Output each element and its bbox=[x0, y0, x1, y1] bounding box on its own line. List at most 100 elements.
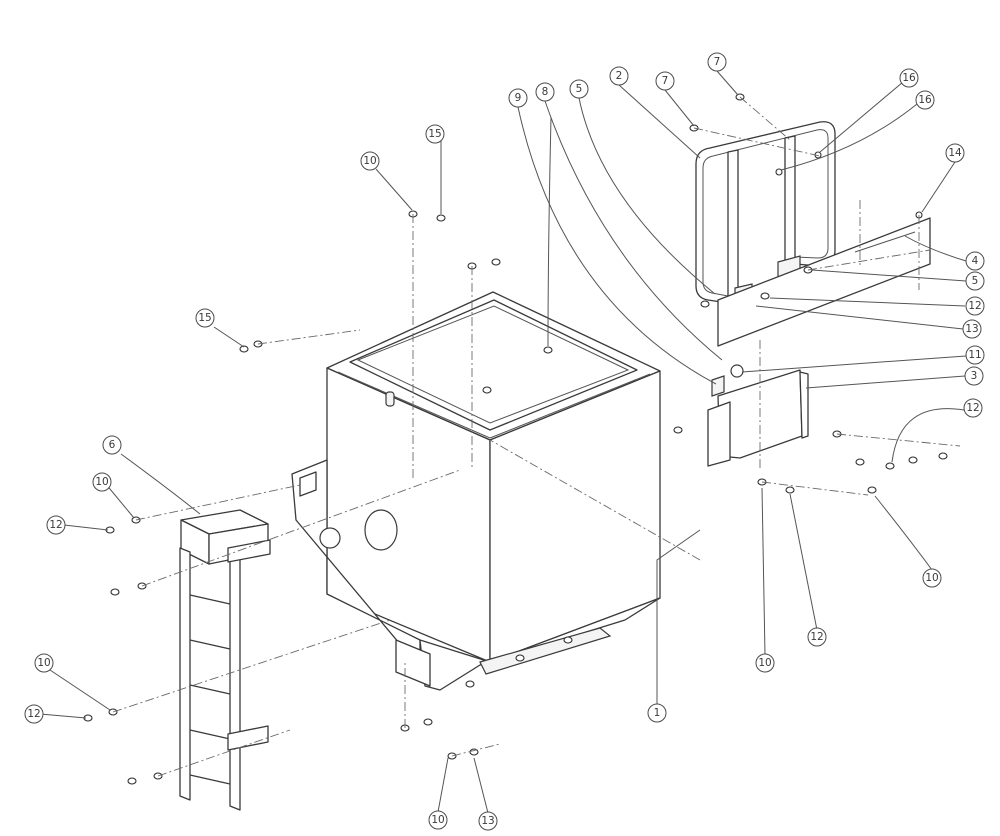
centerline bbox=[141, 469, 461, 587]
nut bbox=[515, 654, 525, 662]
callout-12-plate: 12 bbox=[965, 296, 985, 316]
callout-3: 3 bbox=[964, 366, 984, 386]
callout-12-ladder-upper: 12 bbox=[46, 515, 66, 535]
callout-3-label: 3 bbox=[971, 370, 978, 382]
callout-7-left-label: 7 bbox=[662, 75, 669, 87]
centerline bbox=[489, 439, 701, 561]
callout-15-left-label: 15 bbox=[198, 312, 211, 324]
leader-line bbox=[473, 757, 489, 814]
leader-line bbox=[213, 326, 245, 348]
ladder-upper-bracket bbox=[227, 539, 271, 563]
callout-11-label: 11 bbox=[968, 349, 981, 361]
callout-10-ladder-lower-label: 10 bbox=[37, 657, 50, 669]
callout-14: 14 bbox=[945, 143, 965, 163]
leader-line bbox=[741, 355, 967, 373]
bolt bbox=[855, 458, 865, 466]
callout-9-label: 9 bbox=[515, 92, 522, 104]
leader-line bbox=[544, 100, 723, 361]
leader-line bbox=[375, 168, 413, 211]
leader-line bbox=[437, 757, 449, 813]
ladder-rung-2 bbox=[189, 639, 231, 650]
centerline bbox=[451, 743, 501, 757]
callout-5-right-label: 5 bbox=[972, 275, 979, 287]
leader-line bbox=[716, 70, 739, 96]
callout-12-bracket-label: 12 bbox=[810, 631, 823, 643]
centerline bbox=[807, 249, 931, 271]
bottom-foot-left bbox=[395, 639, 431, 687]
callout-10-ladder-upper: 10 bbox=[92, 472, 112, 492]
callout-16-upper-label: 16 bbox=[902, 72, 916, 84]
callout-7-right: 7 bbox=[707, 52, 727, 72]
callout-8-label: 8 bbox=[542, 86, 549, 98]
nut bbox=[908, 456, 918, 464]
centerline bbox=[135, 484, 301, 521]
ladder-rung-4 bbox=[189, 729, 231, 740]
hopper-box bbox=[291, 291, 661, 691]
ladder-left-rail bbox=[179, 547, 191, 801]
callout-2-label: 2 bbox=[616, 70, 623, 82]
leader-line bbox=[578, 97, 716, 295]
side-bracket-flange bbox=[799, 371, 809, 439]
callout-10-bottom: 10 bbox=[428, 810, 448, 830]
centerline bbox=[157, 729, 291, 777]
nut bbox=[469, 748, 479, 756]
centerline bbox=[112, 619, 391, 713]
pivot-washer bbox=[730, 364, 744, 378]
nut bbox=[436, 214, 446, 222]
leader-line bbox=[755, 305, 964, 330]
callout-15-top-label: 15 bbox=[428, 128, 441, 140]
nut bbox=[700, 300, 710, 308]
bolt bbox=[673, 426, 683, 434]
callout-11: 11 bbox=[965, 345, 985, 365]
centerline bbox=[693, 127, 821, 157]
leader-line bbox=[904, 235, 967, 262]
leader-line bbox=[517, 106, 717, 385]
callout-15-left: 15 bbox=[195, 308, 215, 328]
callout-2: 2 bbox=[609, 66, 629, 86]
leader-line bbox=[39, 713, 87, 719]
callout-5-right: 5 bbox=[965, 271, 985, 291]
nut bbox=[110, 588, 120, 596]
callout-4: 4 bbox=[965, 251, 985, 271]
bolt bbox=[867, 486, 877, 494]
callout-13-plate: 13 bbox=[962, 319, 982, 339]
callout-12-ladder-upper-label: 12 bbox=[49, 519, 62, 531]
hopper-bottom-rail bbox=[479, 627, 612, 675]
hopper-side-port bbox=[364, 509, 398, 551]
callout-10-bracket-label: 10 bbox=[758, 657, 771, 669]
leader-line bbox=[921, 161, 956, 213]
callout-4-label: 4 bbox=[972, 255, 979, 267]
nut bbox=[785, 486, 795, 494]
bolt bbox=[465, 680, 475, 688]
callout-1-label: 1 bbox=[654, 707, 661, 719]
callout-10-right-label: 10 bbox=[925, 572, 938, 584]
leader-line bbox=[547, 116, 552, 347]
leader-line bbox=[780, 103, 918, 171]
handrail-loop-inner bbox=[702, 129, 829, 297]
callout-14-label: 14 bbox=[948, 147, 962, 159]
leader-line bbox=[874, 495, 933, 571]
nut bbox=[760, 292, 770, 300]
callout-13-bottom-label: 13 bbox=[481, 815, 494, 827]
ladder-assembly bbox=[179, 509, 271, 811]
leader-line bbox=[891, 408, 965, 463]
callout-12-right-label: 12 bbox=[966, 402, 979, 414]
callout-7-right-label: 7 bbox=[714, 56, 721, 68]
top-rail-line-2 bbox=[489, 373, 651, 439]
callout-10-top: 10 bbox=[360, 151, 380, 171]
callout-leaders bbox=[39, 70, 967, 814]
callout-6: 6 bbox=[102, 435, 122, 455]
callout-13-plate-label: 13 bbox=[965, 323, 978, 335]
centerline bbox=[257, 329, 361, 345]
leader-line bbox=[805, 375, 966, 389]
callout-1: 1 bbox=[647, 703, 667, 723]
callout-12-ladder-lower: 12 bbox=[24, 704, 44, 724]
hopper-top-opening bbox=[349, 299, 638, 431]
nut bbox=[239, 345, 249, 353]
top-latch bbox=[385, 391, 395, 407]
bolt bbox=[543, 346, 553, 354]
bolt bbox=[885, 462, 895, 470]
top-rail-line-1 bbox=[337, 371, 491, 439]
callout-8: 8 bbox=[535, 82, 555, 102]
callout-10-bottom-label: 10 bbox=[431, 814, 444, 826]
